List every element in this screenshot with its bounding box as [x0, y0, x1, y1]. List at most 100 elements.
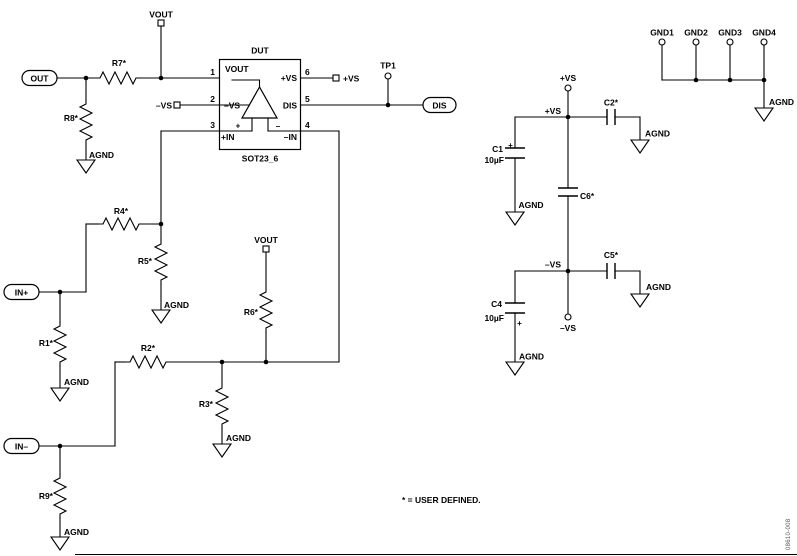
resistor-r2-symbol — [124, 354, 172, 370]
pos-vs-node-label: +VS — [545, 106, 562, 116]
user-defined-note: * = USER DEFINED. — [402, 495, 481, 505]
terminal-gnd1 — [658, 38, 666, 46]
resistor-r5-label: R5* — [138, 256, 153, 266]
connector-dis-shape — [422, 96, 457, 114]
connector-in-minus-label: IN– — [15, 442, 29, 452]
wires — [38, 25, 765, 538]
junction-dot — [158, 221, 164, 227]
agnd-label: AGND — [646, 282, 671, 292]
dut-internal-wire — [231, 79, 261, 88]
resistor-r7-symbol — [94, 70, 142, 86]
junction-dots — [57, 75, 767, 449]
connector-in-plus-shape — [3, 283, 40, 301]
capacitor-c1-symbol — [505, 147, 525, 159]
terminal-pos-vs — [564, 84, 572, 92]
agnd-symbol — [75, 159, 97, 174]
junction-dot — [693, 77, 699, 83]
testpoint-pos-vs — [332, 74, 340, 82]
junction-dot — [57, 289, 63, 295]
dut-pin2-number: 2 — [210, 94, 215, 104]
terminal-gnd4 — [760, 38, 768, 46]
agnd-label: AGND — [769, 97, 794, 107]
junction-dot — [83, 75, 89, 81]
vout-top-label: VOUT — [149, 10, 173, 20]
agnd-label: AGND — [64, 527, 89, 537]
resistor-r8-symbol — [78, 99, 94, 145]
agnd-symbol — [211, 443, 233, 458]
dut-pin5-number: 5 — [305, 94, 310, 104]
agnd-label: AGND — [89, 150, 114, 160]
connector-in-minus: IN– — [3, 437, 40, 455]
gnd4-label: GND4 — [752, 28, 776, 38]
resistor-r4-symbol — [97, 216, 145, 232]
resistor-r6-label: R6* — [244, 307, 259, 317]
junction-dot — [727, 77, 733, 83]
junction-dot — [565, 268, 571, 274]
junction-dot — [565, 114, 571, 120]
capacitor-c4-label: C4 — [491, 299, 502, 309]
testpoint-tp1 — [384, 72, 392, 80]
agnd-label: AGND — [519, 352, 544, 362]
connector-in-plus: IN+ — [3, 283, 40, 301]
testpoint-vout-top — [157, 19, 165, 27]
resistor-r4-label: R4* — [114, 206, 129, 216]
dut-dis-pin-label: DIS — [283, 101, 298, 111]
agnd-symbol — [629, 293, 651, 308]
capacitor-c5-symbol — [606, 263, 616, 279]
junction-dot — [57, 443, 63, 449]
capacitor-c6-label: C6* — [580, 191, 595, 201]
capacitor-c4-polarity: + — [517, 319, 522, 328]
capacitor-c6-symbol — [558, 187, 578, 197]
connector-out-label: OUT — [31, 74, 50, 84]
terminal-neg-vs — [564, 313, 572, 321]
dut-package-label: SOT23_6 — [242, 154, 279, 164]
agnd-label: AGND — [519, 200, 544, 210]
capacitor-c4-value: 10µF — [484, 313, 504, 323]
connector-dis: DIS — [422, 96, 457, 114]
vout-mid-label: VOUT — [254, 235, 278, 245]
dut-label: DUT — [251, 46, 269, 56]
capacitor-c4-symbol — [505, 302, 525, 314]
pos-vs-pin6-label: +VS — [343, 74, 360, 84]
connector-in-minus-shape — [3, 437, 40, 455]
capacitor-c2-symbol — [606, 109, 616, 125]
dut-pin1-number: 1 — [210, 67, 215, 77]
testpoint-neg-vs — [173, 101, 181, 109]
connector-out-shape — [21, 69, 58, 87]
gnd3-label: GND3 — [718, 28, 742, 38]
dut-pos-vs-pin-label: +VS — [281, 73, 298, 83]
capacitor-c5-label: C5* — [604, 250, 619, 260]
opamp-triangle — [240, 85, 279, 119]
junction-dot — [263, 359, 269, 365]
neg-vs-pin2-label: –VS — [156, 101, 172, 111]
junction-dot — [158, 75, 164, 81]
dut-neg-vs-pin-label: –VS — [224, 101, 240, 111]
connector-dis-label: DIS — [432, 101, 447, 111]
dut-pin4-number: 4 — [305, 120, 310, 130]
agnd-label: AGND — [64, 377, 89, 387]
pos-vs-terminal-label: +VS — [560, 73, 577, 83]
capacitor-c1-value: 10µF — [484, 155, 504, 165]
capacitor-c1-polarity: + — [508, 141, 513, 150]
opamp-plus-sign: + — [236, 122, 241, 131]
figure-code: 08610-008 — [786, 518, 792, 550]
neg-vs-terminal-label: –VS — [560, 323, 576, 333]
junction-dot — [385, 102, 391, 108]
agnd-symbol — [504, 211, 526, 226]
resistor-r9-symbol — [52, 473, 68, 519]
junction-dot — [219, 359, 225, 365]
tp1-label: TP1 — [380, 61, 396, 71]
gnd1-label: GND1 — [650, 28, 674, 38]
agnd-symbol — [49, 387, 71, 402]
junction-dot — [761, 77, 767, 83]
resistor-r2-label: R2* — [141, 343, 156, 353]
terminal-gnd2 — [692, 38, 700, 46]
resistor-r8-label: R8* — [64, 113, 79, 123]
resistor-r1-label: R1* — [39, 338, 54, 348]
agnd-label: AGND — [645, 129, 670, 139]
resistor-r3-symbol — [214, 383, 230, 429]
resistor-r3-label: R3* — [199, 399, 214, 409]
connector-in-plus-label: IN+ — [15, 288, 29, 298]
